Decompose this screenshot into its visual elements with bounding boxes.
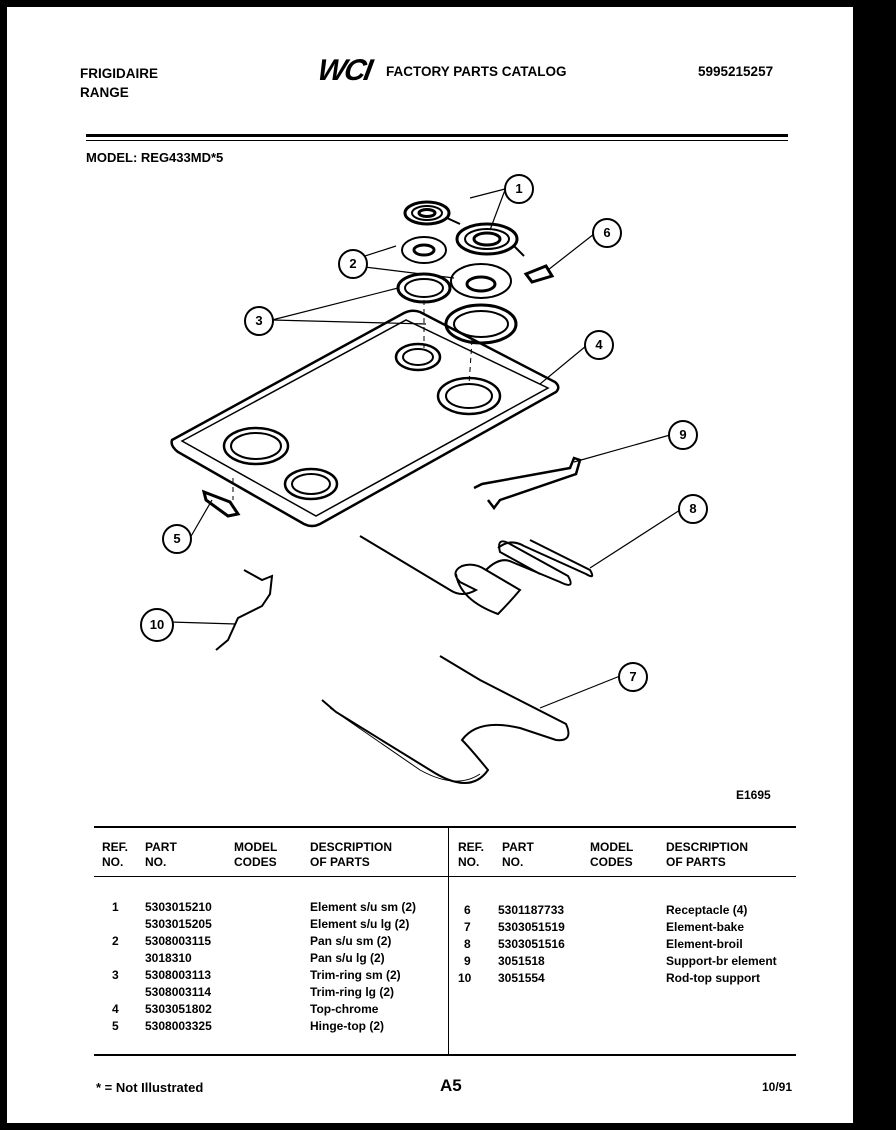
rod-top-support-part — [215, 569, 274, 651]
part-cell: 5303051802 — [145, 1002, 212, 1016]
part-cell: 3018310 — [145, 951, 192, 965]
ref-cell: 1 — [112, 900, 119, 914]
table-divider — [448, 828, 449, 1054]
ref-cell: 3 — [112, 968, 119, 982]
callout-3: 3 — [244, 306, 274, 336]
part-cell: 5303051519 — [498, 920, 565, 934]
surface-element-parts — [403, 200, 525, 257]
desc-cell: Top-chrome — [310, 1002, 379, 1016]
desc-cell: Element s/u sm (2) — [310, 900, 417, 914]
callout-9: 9 — [668, 420, 698, 450]
top-chrome-part — [170, 309, 560, 528]
callout-2: 2 — [338, 249, 368, 279]
desc-cell: Element s/u lg (2) — [310, 917, 410, 931]
ref-cell: 6 — [464, 903, 471, 917]
callout-7: 7 — [618, 662, 648, 692]
diagram-id: E1695 — [736, 788, 771, 802]
part-cell: 3051554 — [498, 971, 545, 985]
header-rule — [86, 134, 788, 137]
ref-cell: 5 — [112, 1019, 119, 1033]
ref-cell: 10 — [458, 971, 472, 985]
callout-8: 8 — [678, 494, 708, 524]
callout-1: 1 — [504, 174, 534, 204]
callout-6: 6 — [592, 218, 622, 248]
ref-no-header: REF.NO. — [102, 840, 129, 869]
product-type: RANGE — [80, 85, 129, 100]
receptacle-part — [523, 264, 555, 284]
ref-cell: 4 — [112, 1002, 119, 1016]
ref-cell: 9 — [464, 954, 471, 968]
ref-no-header-right: REF.NO. — [458, 840, 485, 869]
desc-cell: Pan s/u sm (2) — [310, 934, 392, 948]
desc-cell: Support-br element — [666, 954, 777, 968]
part-cell: 3051518 — [498, 954, 545, 968]
ref-cell: 8 — [464, 937, 471, 951]
part-cell: 5308003115 — [145, 934, 212, 948]
desc-cell: Trim-ring sm (2) — [310, 968, 401, 982]
part-cell: 5301187733 — [498, 903, 565, 917]
part-cell: 5308003325 — [145, 1019, 212, 1033]
part-cell: 5303051516 — [498, 937, 565, 951]
desc-cell: Element-broil — [666, 937, 743, 951]
broil-element-part — [359, 535, 572, 616]
table-header-rule — [94, 876, 796, 877]
table-bottom-rule — [94, 1054, 796, 1056]
brand-name: FRIGIDAIRE — [80, 66, 159, 81]
header-rule-thin — [86, 140, 788, 141]
desc-cell: Pan s/u lg (2) — [310, 951, 385, 965]
table-top-rule — [94, 826, 796, 828]
catalog-number: 5995215257 — [698, 64, 774, 79]
page-number: A5 — [440, 1076, 462, 1095]
parts-catalog-page — [7, 7, 853, 1123]
callout-5: 5 — [162, 524, 192, 554]
part-cell: 5303015210 — [145, 900, 212, 914]
drip-pan-parts — [401, 236, 512, 299]
catalog-title: FACTORY PARTS CATALOG — [386, 64, 567, 79]
part-cell: 5308003113 — [145, 968, 212, 982]
desc-cell: Rod-top support — [666, 971, 760, 985]
desc-cell: Receptacle (4) — [666, 903, 748, 917]
desc-cell: Hinge-top (2) — [310, 1019, 384, 1033]
callout-4: 4 — [584, 330, 614, 360]
bake-element-part — [321, 655, 570, 784]
ref-cell: 2 — [112, 934, 119, 948]
ref-cell: 7 — [464, 920, 471, 934]
revision-date: 10/91 — [762, 1080, 793, 1094]
callout-10: 10 — [140, 608, 174, 642]
trim-ring-parts — [396, 272, 518, 345]
footnote: * = Not Illustrated — [96, 1080, 204, 1095]
desc-cell: Element-bake — [666, 920, 745, 934]
hinge-part — [201, 489, 241, 518]
part-cell: 5303015205 — [145, 917, 212, 931]
part-cell: 5308003114 — [145, 985, 212, 999]
desc-cell: Trim-ring lg (2) — [310, 985, 394, 999]
model-number: MODEL: REG433MD*5 — [86, 150, 224, 165]
support-bracket-part — [473, 456, 582, 511]
